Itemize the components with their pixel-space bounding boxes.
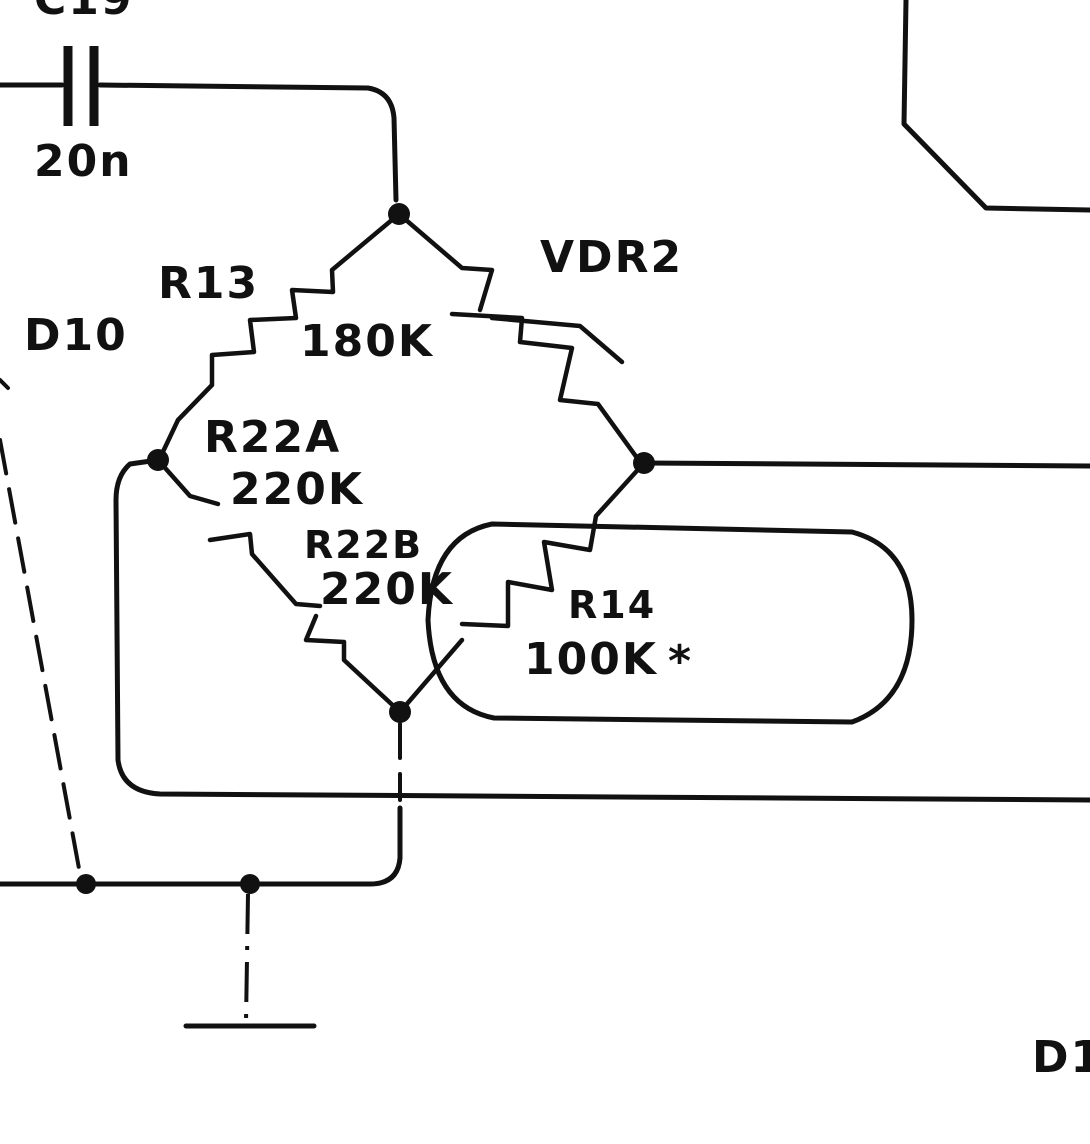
r14-value-label: 100K: [524, 634, 658, 685]
wire-c19-right: [97, 82, 399, 203]
r22a-name-label: R22A: [204, 412, 341, 463]
resistor-r22b: R22B 220K: [303, 523, 452, 715]
r22a-value-label: 220K: [230, 464, 364, 515]
r14-marker-label: *: [668, 636, 693, 687]
varistor-vdr2: VDR2: [396, 211, 683, 465]
r14-enclosure-oval: [425, 521, 915, 725]
diode-d10: D10: [0, 310, 128, 876]
d1x-partial-label: D1: [1032, 1032, 1090, 1083]
wire-d10-dashed: [0, 378, 82, 876]
vdr2-name-label: VDR2: [540, 232, 683, 283]
partial-outline-top-right: [901, 0, 1090, 213]
ground-icon: [183, 893, 317, 1029]
wire-right-output: [641, 460, 1090, 469]
junction-dot-icon: [76, 874, 96, 894]
wire-bottom-to-rail: [0, 805, 403, 887]
junction-dot-icon: [240, 874, 260, 894]
d10-name-label: D10: [24, 310, 128, 361]
c19-value-label: 20n: [34, 136, 133, 187]
resistor-r14: R14 100K *: [397, 460, 693, 715]
capacitor-c19: C19 20n: [0, 0, 399, 203]
r14-name-label: R14: [568, 583, 656, 627]
resistor-r13: R13 180K: [157, 211, 434, 461]
r13-name-label: R13: [158, 258, 259, 309]
wire-loop-bottom: [113, 457, 1090, 803]
r13-value-label: 180K: [300, 316, 434, 367]
c19-name-label: C19: [34, 0, 134, 25]
resistor-r22a: R22A 220K: [155, 412, 364, 609]
r22b-name-label: R22B: [304, 523, 423, 567]
junction-dot-icon: [389, 701, 411, 723]
